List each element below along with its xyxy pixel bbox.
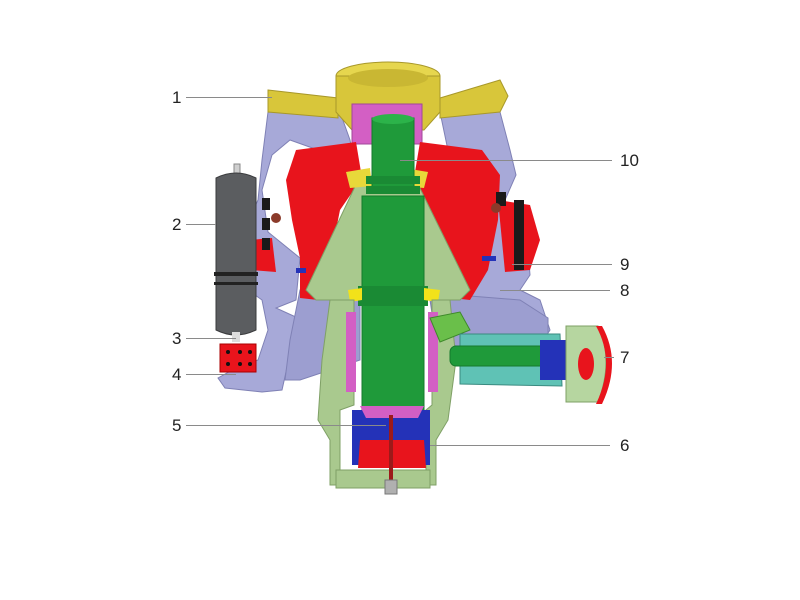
leader-line-1 xyxy=(186,97,272,98)
leader-line-4 xyxy=(186,374,236,375)
eccentric-bushing-right xyxy=(428,312,438,392)
countershaft-assembly xyxy=(429,311,612,404)
seal-left xyxy=(296,268,306,273)
feed-plate-left xyxy=(346,168,372,188)
leader-line-6 xyxy=(430,445,610,446)
bearing-left xyxy=(348,288,362,302)
callout-7: 7 xyxy=(620,348,630,367)
lower-housing xyxy=(317,299,457,489)
callout-9: 9 xyxy=(620,255,630,274)
bolts xyxy=(262,192,524,270)
leader-line-9 xyxy=(512,264,612,265)
leader-line-5 xyxy=(186,425,386,426)
callout-1: 1 xyxy=(172,88,182,107)
callout-4: 4 xyxy=(172,365,182,384)
hydraulic-cylinder xyxy=(352,406,430,495)
callout-6: 6 xyxy=(620,436,630,455)
callout-5: 5 xyxy=(172,416,182,435)
callout-2: 2 xyxy=(172,215,182,234)
leader-line-7 xyxy=(604,357,614,358)
leader-line-8 xyxy=(500,290,610,291)
callout-8: 8 xyxy=(620,281,630,300)
eccentric-bushing-left xyxy=(346,312,356,392)
callout-10: 10 xyxy=(620,151,639,170)
main-shaft xyxy=(358,114,428,412)
leader-line-2 xyxy=(186,224,216,225)
leader-line-3 xyxy=(186,338,236,339)
accumulator xyxy=(214,163,258,373)
callout-3: 3 xyxy=(172,329,182,348)
bearing-right xyxy=(424,288,440,302)
leader-line-10 xyxy=(400,160,612,161)
seal-right xyxy=(482,256,496,261)
